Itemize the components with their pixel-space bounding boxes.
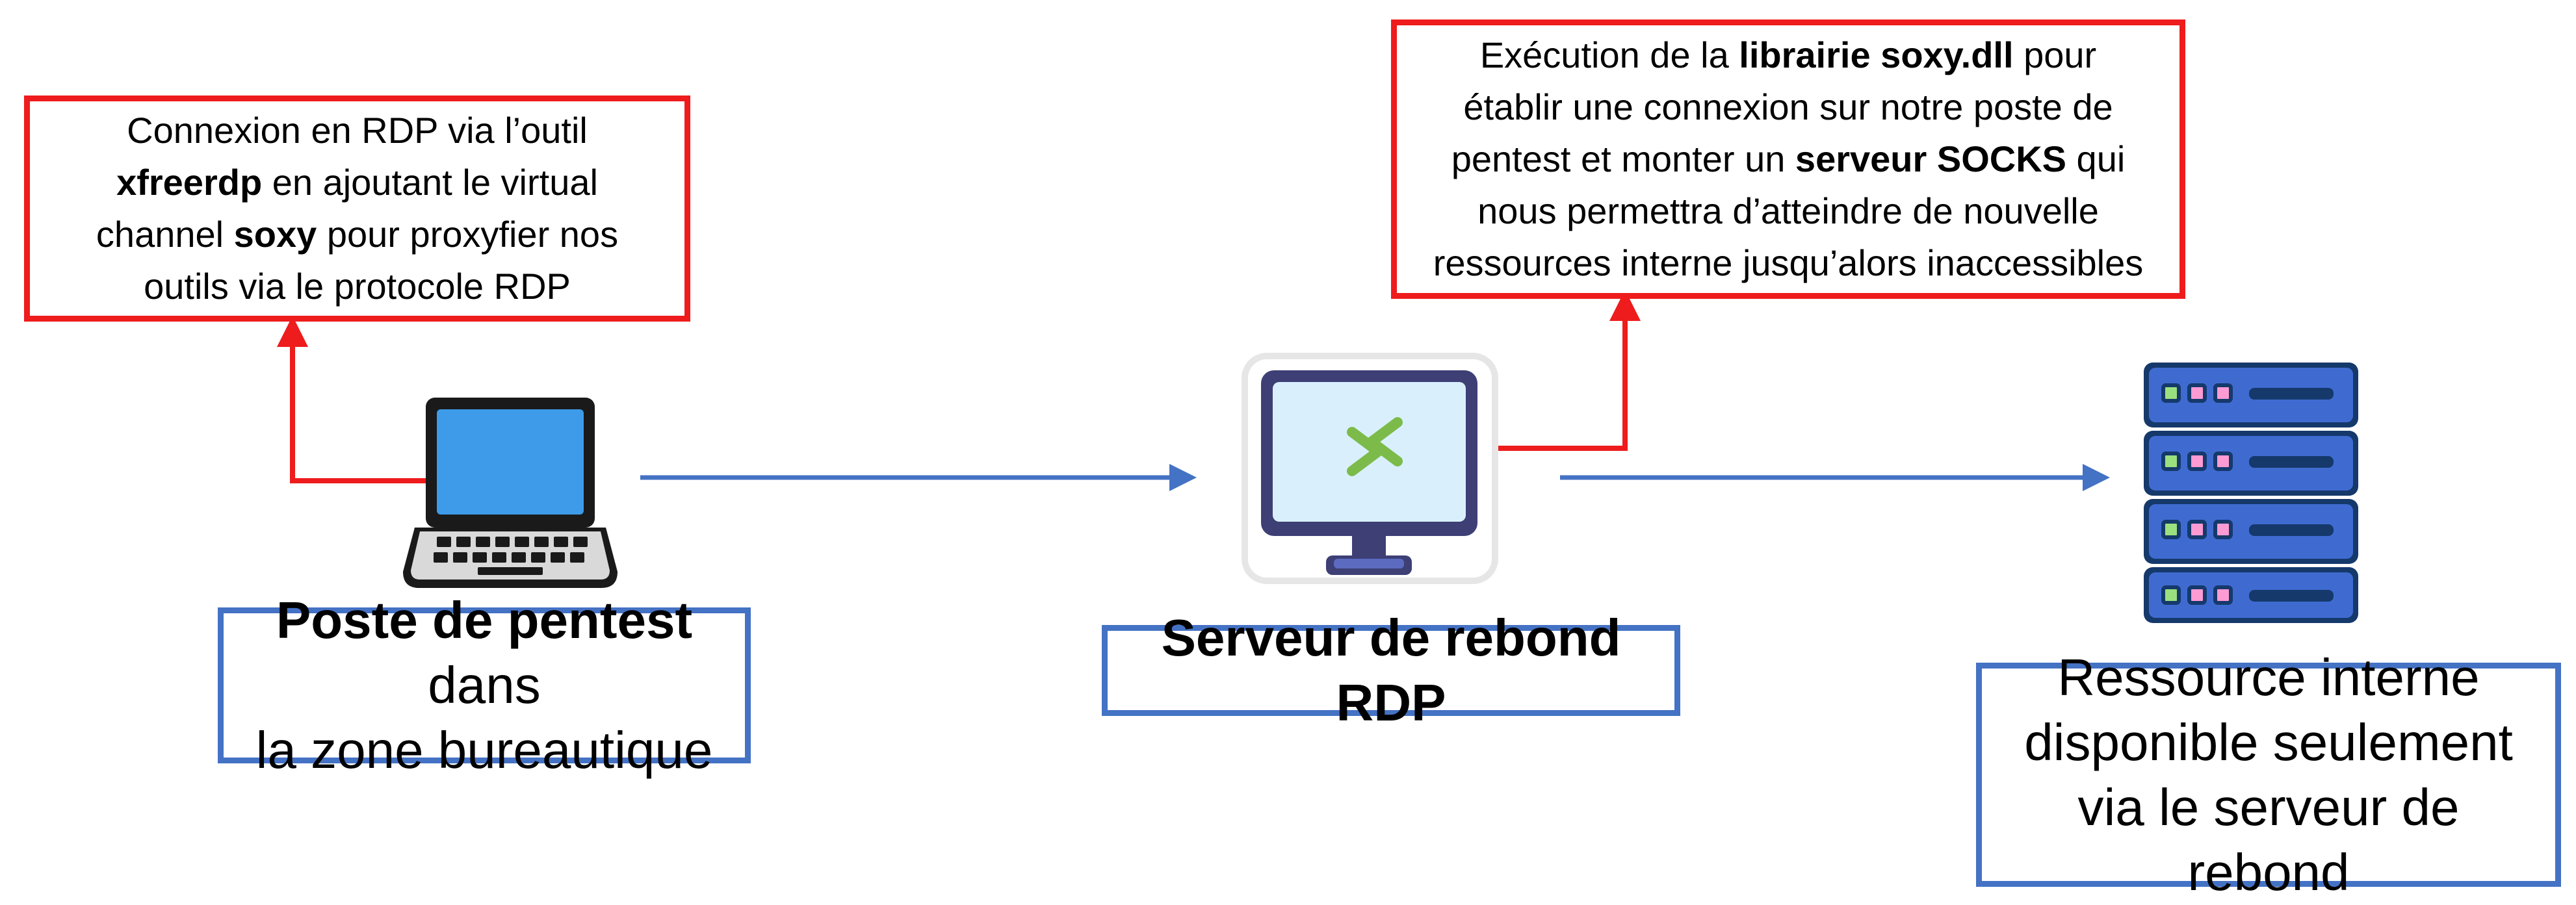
- label-pentest-line-2: la zone bureautique: [255, 721, 713, 779]
- label-poste-de-pentest: Poste de pentest dans la zone bureautiqu…: [218, 591, 751, 779]
- note-xfreerdp-line-3: channel soxy pour proxyfier nos: [96, 214, 619, 255]
- note-soxy-line-4: nous permettra d’atteindre de nouvelle: [1477, 190, 2099, 231]
- label-serveur-de-rebond: Serveur de rebond RDP: [1102, 609, 1680, 732]
- laptop-icon: [403, 398, 618, 588]
- server-rack-icon: [2144, 363, 2358, 623]
- callout-line-xfreerdp: [277, 316, 426, 483]
- callout-line-soxy: [1495, 290, 1641, 451]
- note-xfreerdp-line-1: Connexion en RDP via l’outil: [127, 110, 588, 151]
- label-ressource-line-3: via le serveur de rebond: [2077, 778, 2460, 901]
- remote-desktop-monitor-icon: [1242, 353, 1498, 584]
- label-pentest-line-1: Poste de pentest dans: [276, 591, 693, 714]
- note-soxy-line-3: pentest et monter un serveur SOCKS qui: [1451, 138, 2126, 179]
- note-soxy-line-1: Exécution de la librairie soxy.dll pour: [1479, 34, 2097, 75]
- note-soxy-line-5: ressources interne jusqu’alors inaccessi…: [1433, 242, 2144, 283]
- label-rebond-text: Serveur de rebond RDP: [1161, 609, 1621, 732]
- label-ressource-interne: Ressource interne disponible seulement v…: [1976, 648, 2561, 901]
- note-xfreerdp-line-4: outils via le protocole RDP: [144, 266, 571, 307]
- label-ressource-line-1: Ressource interne: [2057, 648, 2480, 706]
- note-soxy: Exécution de la librairie soxy.dll pour …: [1391, 19, 2185, 299]
- note-xfreerdp: Connexion en RDP via l’outil xfreerdp en…: [24, 96, 690, 322]
- note-xfreerdp-line-2: xfreerdp en ajoutant le virtual: [116, 162, 598, 203]
- note-soxy-line-2: établir une connexion sur notre poste de: [1463, 86, 2113, 127]
- label-ressource-line-2: disponible seulement: [2024, 713, 2513, 771]
